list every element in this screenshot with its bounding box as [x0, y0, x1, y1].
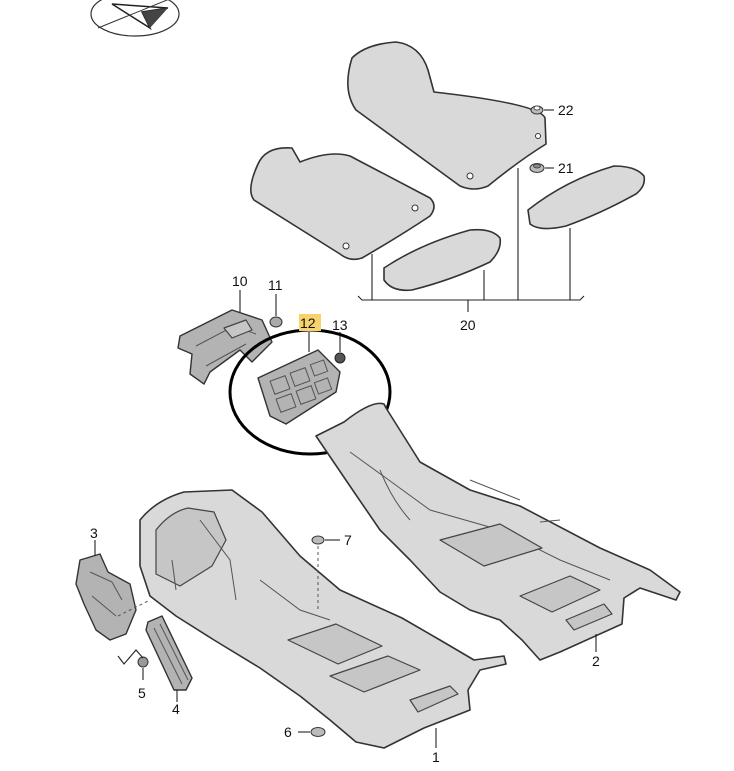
clip-part-22: [530, 105, 554, 115]
callout-5: 5: [138, 685, 146, 701]
callout-11: 11: [268, 277, 283, 293]
nut-part-11: [269, 294, 283, 328]
grommet-part-5: [117, 649, 149, 680]
clip-part-21: [529, 163, 554, 173]
carpet-part-2: [315, 402, 681, 661]
callout-3: 3: [90, 525, 98, 541]
callout-20: 20: [460, 317, 476, 333]
floor-mat-front-left: [250, 147, 435, 261]
callout-12: 12: [300, 315, 316, 331]
callout-4: 4: [172, 701, 180, 717]
group-bracket-20: [357, 168, 585, 312]
clip-part-7: [311, 535, 340, 610]
callout-12-highlight: [299, 314, 321, 331]
callout-6: 6: [284, 724, 292, 740]
carpet-part-1: [139, 489, 507, 749]
direction-arrow-icon: [90, 0, 180, 37]
callout-22: 22: [558, 102, 574, 118]
callout-13: 13: [332, 317, 348, 333]
plate-part-12: [257, 332, 341, 425]
callout-7: 7: [344, 532, 352, 548]
floor-mat-rear-right: [527, 165, 646, 230]
callout-1: 1: [432, 749, 440, 765]
bracket-part-10: [177, 290, 273, 385]
floor-mat-front-right: [347, 41, 547, 190]
nut-part-13: [334, 332, 346, 364]
callout-2: 2: [592, 653, 600, 669]
callout-10: 10: [232, 273, 248, 289]
panel-part-3: [75, 540, 151, 641]
floor-mat-rear-left: [383, 228, 502, 292]
clip-part-6: [298, 727, 326, 737]
pad-part-4: [145, 615, 193, 702]
callout-21: 21: [558, 160, 574, 176]
